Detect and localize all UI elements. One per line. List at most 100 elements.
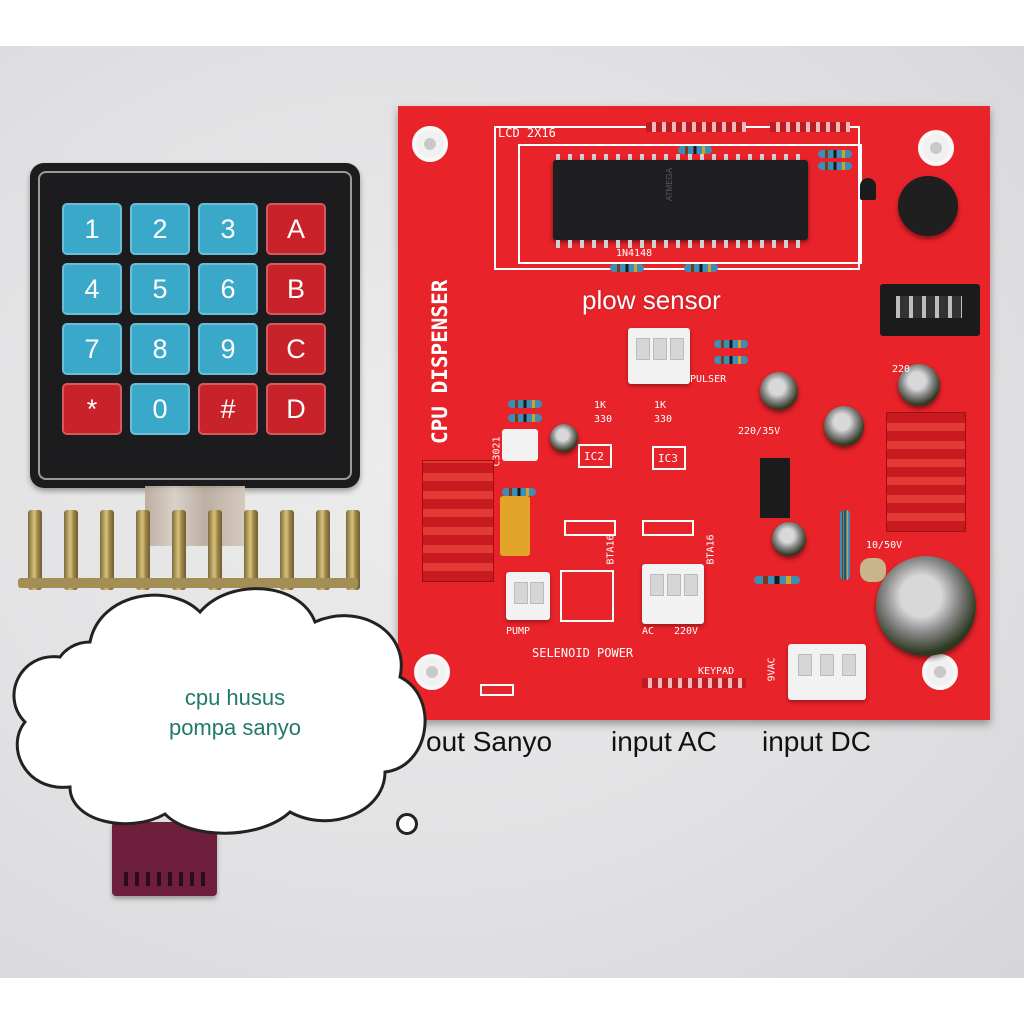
input-dc-annotation: input DC bbox=[762, 726, 871, 757]
resistor bbox=[502, 488, 536, 496]
electrolytic-capacitor bbox=[898, 364, 940, 406]
res-1k-label: 1K bbox=[654, 400, 667, 411]
mounting-hole bbox=[918, 130, 954, 166]
keypad-border bbox=[38, 171, 352, 480]
res-330-label: 330 bbox=[654, 414, 673, 425]
pump-connector bbox=[506, 572, 550, 620]
silk-marker bbox=[480, 684, 514, 696]
cap-10-50v-label: 10/50V bbox=[866, 540, 903, 551]
ic3-outline bbox=[652, 446, 686, 470]
res-1k-label: 1K bbox=[594, 400, 607, 411]
cloud-shape bbox=[12, 587, 427, 835]
electrolytic-capacitor bbox=[772, 522, 806, 556]
keypad-key-9: 9 bbox=[198, 323, 258, 375]
ac-label: AC bbox=[642, 626, 655, 637]
resistor bbox=[840, 510, 850, 580]
mounting-hole bbox=[412, 126, 448, 162]
crimp-pin bbox=[316, 510, 330, 590]
crimp-pin bbox=[172, 510, 186, 590]
board-title: CPU DISPENSER bbox=[428, 279, 452, 444]
plow-sensor-annotation: plow sensor bbox=[582, 285, 721, 315]
bta16-label: BTA16 bbox=[605, 534, 617, 565]
crimp-pin bbox=[136, 510, 150, 590]
pump-label: PUMP bbox=[506, 626, 531, 637]
crimp-pin-carrier bbox=[18, 578, 358, 588]
large-electrolytic-capacitor bbox=[876, 556, 976, 656]
resistor bbox=[508, 414, 542, 422]
housing-connector bbox=[112, 822, 217, 896]
lcd-label: LCD 2X16 bbox=[498, 126, 556, 140]
small-capacitor bbox=[860, 558, 886, 582]
voltage-regulator bbox=[760, 458, 790, 518]
thought-cloud bbox=[12, 587, 427, 835]
buzzer bbox=[898, 176, 958, 236]
keypad-key-star: * bbox=[62, 383, 122, 435]
mounting-hole bbox=[922, 654, 958, 690]
thought-bubble-dot bbox=[396, 813, 418, 835]
keypad-key-d: D bbox=[266, 383, 326, 435]
out-sanyo-annotation: out Sanyo bbox=[426, 726, 553, 757]
resistor bbox=[818, 162, 852, 170]
diode-label: 1N4148 bbox=[616, 248, 653, 259]
keypad-header bbox=[642, 678, 746, 688]
220v-label: 220V bbox=[674, 626, 699, 637]
electrolytic-capacitor bbox=[824, 406, 864, 446]
crimp-pin bbox=[208, 510, 222, 590]
resistor bbox=[508, 400, 542, 408]
9vac-label: 9VAC bbox=[766, 657, 778, 682]
cloud-caption-line2: pompa sanyo bbox=[168, 715, 302, 740]
ac-220v-connector bbox=[642, 564, 704, 624]
resistor bbox=[610, 264, 644, 272]
bta16-outline bbox=[564, 520, 616, 536]
crimp-pin bbox=[280, 510, 294, 590]
mounting-hole bbox=[414, 654, 450, 690]
heatsink bbox=[886, 412, 966, 532]
crimp-pin bbox=[244, 510, 258, 590]
idc-header bbox=[880, 284, 980, 336]
optocoupler bbox=[502, 429, 538, 461]
keypad-key-a: A bbox=[266, 203, 326, 255]
lcd-header bbox=[646, 122, 746, 132]
keypad-key-0: 0 bbox=[130, 383, 190, 435]
mcu-marking: ATMEGA bbox=[665, 167, 675, 202]
electrolytic-capacitor bbox=[760, 372, 798, 410]
lcd-header bbox=[770, 122, 850, 132]
keypad-key-hash: # bbox=[198, 383, 258, 435]
resistor bbox=[684, 264, 718, 272]
crimp-pin bbox=[64, 510, 78, 590]
mcu-pins-bottom bbox=[556, 240, 806, 248]
keypad-key-3: 3 bbox=[198, 203, 258, 255]
cpu-dispenser-board: CPU DISPENSER LCD 2X16 ATMEGA 1N4148 PUL… bbox=[398, 106, 990, 720]
lcd-inner-outline bbox=[518, 144, 862, 264]
keypad-header-label: KEYPAD bbox=[698, 666, 735, 677]
microcontroller-chip: ATMEGA bbox=[553, 160, 808, 240]
keypad-key-2: 2 bbox=[130, 203, 190, 255]
crimp-pin bbox=[28, 510, 42, 590]
crimp-pins bbox=[18, 510, 368, 600]
keypad-ribbon-cable bbox=[145, 486, 245, 546]
keypad-key-7: 7 bbox=[62, 323, 122, 375]
ic2-outline bbox=[578, 444, 612, 468]
transistor bbox=[860, 178, 876, 200]
triac-outline bbox=[560, 570, 614, 622]
heatsink bbox=[422, 460, 494, 582]
connector-pins bbox=[124, 872, 205, 886]
cloud-caption: cpu husus pompa sanyo bbox=[0, 683, 470, 743]
capacitor bbox=[550, 424, 578, 452]
membrane-keypad: 1 2 3 A 4 5 6 B 7 8 9 C * 0 # D bbox=[30, 163, 360, 488]
resistor bbox=[678, 146, 712, 154]
pulser-label: PULSER bbox=[690, 374, 727, 385]
9vac-connector bbox=[788, 644, 866, 700]
resistor bbox=[818, 150, 852, 158]
cap-220-label: 220 bbox=[892, 364, 911, 375]
bta16-outline bbox=[642, 520, 694, 536]
input-ac-annotation: input AC bbox=[611, 726, 717, 757]
keypad-key-8: 8 bbox=[130, 323, 190, 375]
cloud-caption-line1: cpu husus bbox=[184, 685, 286, 710]
crimp-pin bbox=[346, 510, 360, 590]
keypad-key-1: 1 bbox=[62, 203, 122, 255]
keypad-key-c: C bbox=[266, 323, 326, 375]
bta16-label: BTA16 bbox=[705, 534, 717, 565]
res-330-label: 330 bbox=[594, 414, 613, 425]
